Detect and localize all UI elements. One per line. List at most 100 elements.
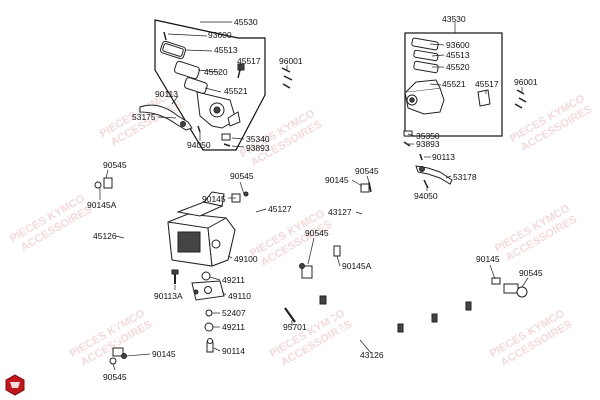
banjo-bolt (333, 245, 341, 257)
part-number-label: 94050 (414, 191, 438, 201)
part-number-label: 45517 (237, 56, 261, 66)
part-number-label: 90145 (152, 349, 176, 359)
part-number-label: 45517 (475, 79, 499, 89)
part-number-label: 43530 (442, 14, 466, 24)
part-number-label: 90145 (476, 254, 500, 264)
part-number-label: 35340 (246, 134, 270, 144)
part-number-label: 90145 (325, 175, 349, 185)
bolt-icon (284, 307, 296, 323)
pivot-bolt-icon (419, 153, 423, 161)
part-number-label: 90145A (342, 261, 372, 271)
brake-switch (403, 130, 413, 137)
part-number-label: 45513 (446, 50, 470, 60)
part-number-label: 95701 (283, 322, 307, 332)
part-number-label: 94050 (187, 140, 211, 150)
banjo-bolt (109, 357, 117, 365)
part-number-label: 93893 (246, 143, 270, 153)
part-number-label: 45127 (268, 204, 292, 214)
part-number-label: 90545 (103, 372, 127, 382)
washer-icon (243, 191, 249, 197)
banjo-fitting (503, 283, 519, 294)
banjo-fitting (360, 183, 370, 193)
bolt-set-left (281, 67, 293, 89)
abs-unit-side (207, 217, 236, 267)
part-number-label: 90545 (519, 268, 543, 278)
bracket-hole (204, 286, 212, 294)
part-number-label: 45521 (442, 79, 466, 89)
right-master-cylinder-group (403, 32, 527, 189)
part-number-label: 53175 (132, 112, 156, 122)
bolt-head-icon (207, 338, 213, 344)
washer-icon (491, 277, 501, 285)
bolt-head-icon (171, 269, 179, 275)
part-number-label: 45530 (234, 17, 258, 27)
lever-pivot (419, 166, 425, 172)
part-number-label: 49110 (228, 291, 251, 301)
part-number-label: 45520 (446, 62, 470, 72)
hose-clip (465, 301, 472, 311)
grommet-icon (204, 322, 214, 332)
reservoir-plate (174, 60, 200, 80)
part-number-label: 35350 (416, 131, 440, 141)
part-labels: 45530 93600 45513 45520 45517 45521 9600… (87, 14, 543, 382)
abs-port (211, 239, 221, 249)
master-cylinder-clamp (227, 111, 241, 127)
part-number-label: 90114 (222, 346, 245, 356)
banjo-fitting (112, 347, 124, 357)
master-cylinder-piston (409, 97, 415, 103)
screw-icon (163, 31, 167, 41)
banjo-bolt (516, 286, 528, 298)
part-number-label: 90545 (103, 160, 127, 170)
abs-modulator-49100 (167, 191, 236, 353)
part-number-label: 90145A (87, 200, 117, 210)
part-number-label: 93600 (208, 30, 232, 40)
nut-icon (237, 63, 245, 71)
brake-hose-45127 (231, 191, 264, 241)
part-number-label: 49211 (222, 322, 245, 332)
part-number-label: 96001 (279, 56, 303, 66)
abs-connector (203, 191, 225, 207)
part-number-label: 93600 (446, 40, 470, 50)
master-cylinder-reservoir (405, 79, 441, 93)
part-number-label: 52407 (222, 308, 246, 318)
leader-lines (99, 21, 529, 371)
switch-screw-icon (403, 141, 411, 147)
part-number-label: 45521 (224, 86, 248, 96)
part-number-label: 90113A (154, 291, 183, 301)
washer-icon (299, 263, 305, 269)
part-number-label: 90113 (155, 89, 178, 99)
bracket-bolt (193, 289, 199, 295)
master-cylinder-piston (213, 106, 221, 114)
reservoir-cap-inner (162, 43, 184, 57)
banjo-bolt (94, 181, 102, 189)
grommet-icon (201, 271, 211, 281)
brake-hose-43127 (355, 181, 372, 233)
collar-icon (205, 309, 213, 317)
pivot-bolt-icon (197, 125, 201, 133)
switch-screw-icon (223, 143, 231, 147)
kymco-logo (5, 374, 25, 396)
left-kit-outline (154, 19, 266, 151)
brake-hose-43126 (284, 245, 528, 342)
part-number-label: 96001 (514, 77, 538, 87)
part-number-label: 45126 (93, 231, 117, 241)
banjo-fitting (103, 177, 113, 189)
hose-clip (319, 295, 327, 305)
right-kit-outline (404, 32, 503, 137)
part-number-label: 53178 (453, 172, 477, 182)
part-number-label: 43126 (360, 350, 384, 360)
reservoir-plate (413, 60, 439, 74)
part-number-label: 90113 (432, 152, 455, 162)
part-number-label: 90545 (305, 228, 329, 238)
brake-switch (221, 133, 231, 141)
diaphragm (183, 77, 208, 94)
washer-icon (121, 353, 127, 359)
part-number-label: 90545 (355, 166, 379, 176)
part-number-label: 93893 (416, 139, 440, 149)
part-number-label: 49100 (234, 254, 258, 264)
hose-clip (431, 313, 438, 323)
part-number-label: 90145 (202, 194, 226, 204)
hose-clip (397, 323, 404, 333)
part-number-label: 49211 (222, 275, 245, 285)
reservoir-cap-inner (413, 49, 439, 62)
